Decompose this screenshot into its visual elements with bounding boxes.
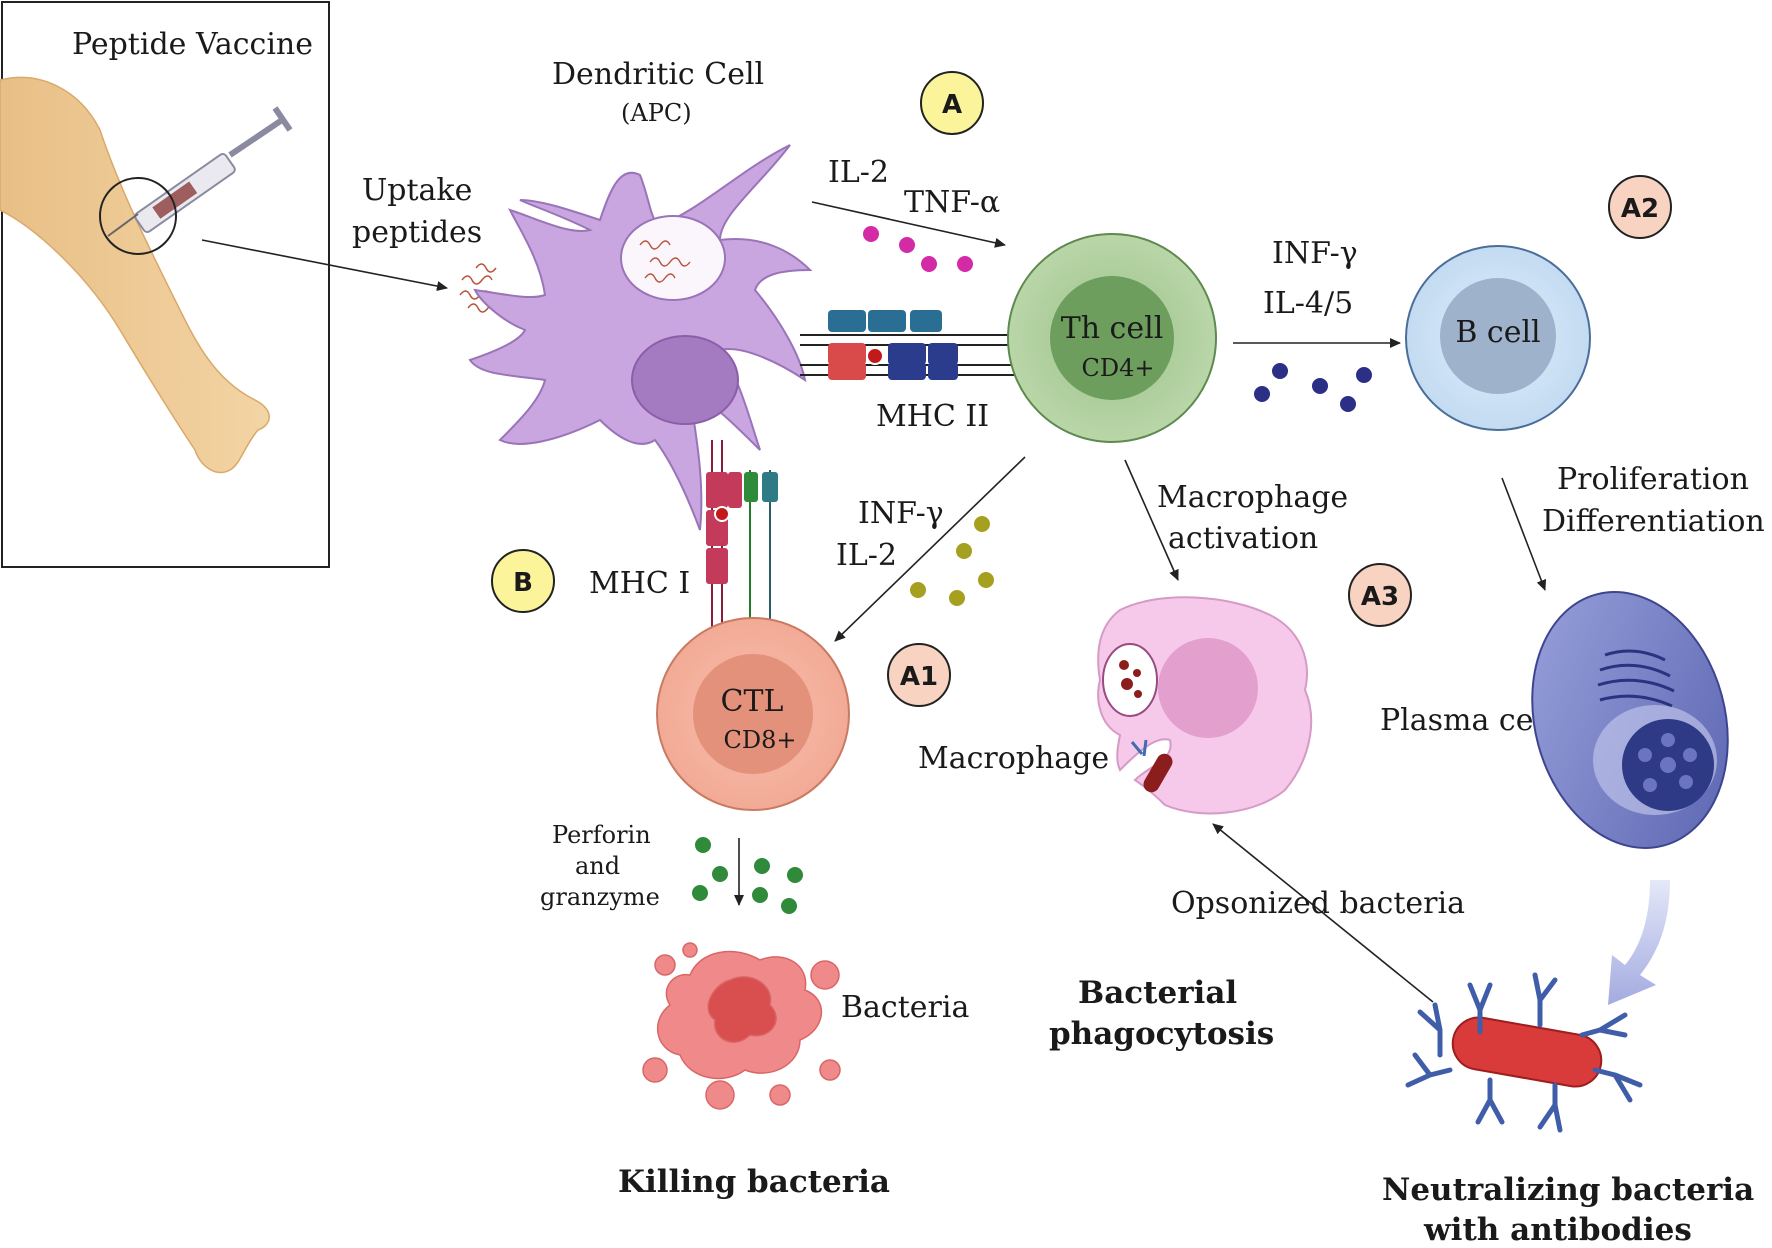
opsonized-label: Opsonized bacteria bbox=[1171, 886, 1465, 921]
phagocytosis-title-line2: phagocytosis bbox=[1049, 1016, 1274, 1052]
syringe-icon bbox=[107, 106, 293, 237]
badge-a: A bbox=[920, 71, 984, 135]
ctl-cytokine-line1: INF-γ bbox=[858, 496, 944, 531]
th-cytokine-line1: IL-2 bbox=[828, 155, 889, 190]
th-cell: Th cell CD4+ bbox=[1007, 233, 1217, 443]
badge-a2: A2 bbox=[1608, 175, 1672, 239]
mhc-i-complex bbox=[706, 440, 778, 640]
b-cytokine-dots bbox=[1254, 363, 1372, 412]
antibody-coated-bacterium bbox=[1405, 972, 1643, 1133]
uptake-label-line1: Uptake bbox=[362, 173, 472, 208]
macrophage-activation-line1: Macrophage bbox=[1157, 480, 1348, 515]
killing-bacteria-title: Killing bacteria bbox=[618, 1164, 890, 1200]
neutralizing-title-line1: Neutralizing bacteria bbox=[1382, 1172, 1754, 1208]
perforin-line3: granzyme bbox=[540, 883, 660, 911]
granzyme-dots bbox=[692, 837, 803, 914]
th-cell-name: Th cell bbox=[1061, 311, 1164, 346]
bacteria-label: Bacteria bbox=[841, 990, 969, 1025]
th-cell-marker: CD4+ bbox=[1082, 354, 1155, 382]
ctl-cytokine-dots bbox=[910, 516, 994, 606]
dendritic-cell bbox=[468, 144, 813, 531]
proliferation-line1: Proliferation bbox=[1557, 462, 1749, 497]
mhc-i-label: MHC I bbox=[589, 566, 690, 601]
b-cytokine-line1: INF-γ bbox=[1272, 236, 1358, 271]
macrophage-activation-line2: activation bbox=[1168, 521, 1318, 556]
internalized-peptides bbox=[639, 240, 691, 283]
lysed-bacteria bbox=[642, 942, 841, 1110]
uptake-label-line2: peptides bbox=[352, 215, 482, 250]
badge-a1-text: A1 bbox=[900, 662, 938, 692]
b-cell: B cell bbox=[1405, 245, 1591, 431]
macrophage-cell bbox=[1097, 596, 1313, 815]
plasma-cell-label: Plasma cell bbox=[1380, 703, 1553, 738]
vaccine-panel: Peptide Vaccine bbox=[0, 1, 330, 568]
arm-illustration bbox=[0, 76, 270, 474]
dendritic-vesicle bbox=[620, 215, 726, 301]
b-cytokine-line2: IL-4/5 bbox=[1263, 286, 1353, 321]
proliferation-line2: Differentiation bbox=[1542, 504, 1765, 539]
th-to-macrophage-arrow bbox=[1124, 459, 1179, 581]
dendritic-nucleus bbox=[631, 335, 739, 425]
th-cytokine-line2: TNF-α bbox=[904, 185, 1000, 220]
badge-a2-text: A2 bbox=[1621, 194, 1659, 224]
mhc-ii-label: MHC II bbox=[876, 399, 989, 434]
dc-to-th-arrow bbox=[811, 201, 1006, 248]
badge-a3-text: A3 bbox=[1361, 582, 1399, 612]
badge-a1: A1 bbox=[887, 643, 951, 707]
th-to-ctl-arrow bbox=[834, 456, 1026, 642]
mhc-ii-complex bbox=[800, 310, 1015, 380]
badge-a3: A3 bbox=[1348, 563, 1412, 627]
phagocytosis-title-line1: Bacterial bbox=[1078, 975, 1237, 1011]
ctl-name: CTL bbox=[721, 684, 784, 719]
badge-b: B bbox=[491, 549, 555, 613]
badge-a-text: A bbox=[942, 90, 962, 120]
perforin-line1: Perforin bbox=[552, 821, 651, 849]
perforin-line2: and bbox=[575, 852, 620, 880]
th-cytokine-dots bbox=[863, 226, 973, 272]
injection-site-circle bbox=[99, 177, 177, 255]
ctl-marker: CD8+ bbox=[724, 726, 797, 754]
macrophage-label: Macrophage bbox=[918, 741, 1109, 776]
badge-b-text: B bbox=[513, 568, 533, 598]
dendritic-subtitle: (APC) bbox=[621, 99, 692, 127]
plasma-to-antibody-arrow bbox=[1608, 880, 1670, 1005]
plasma-cell bbox=[1531, 591, 1729, 849]
ctl-cell: CTL CD8+ bbox=[656, 617, 850, 811]
vaccine-title: Peptide Vaccine bbox=[72, 27, 313, 62]
opsonized-arrow bbox=[1212, 823, 1434, 1003]
ctl-cytokine-line2: IL-2 bbox=[836, 538, 897, 573]
b-cell-name: B cell bbox=[1455, 315, 1540, 350]
neutralizing-title-line2: with antibodies bbox=[1423, 1212, 1692, 1248]
dendritic-title: Dendritic Cell bbox=[552, 57, 764, 92]
uptake-arrow bbox=[201, 239, 448, 291]
b-to-plasma-arrow bbox=[1501, 477, 1547, 591]
